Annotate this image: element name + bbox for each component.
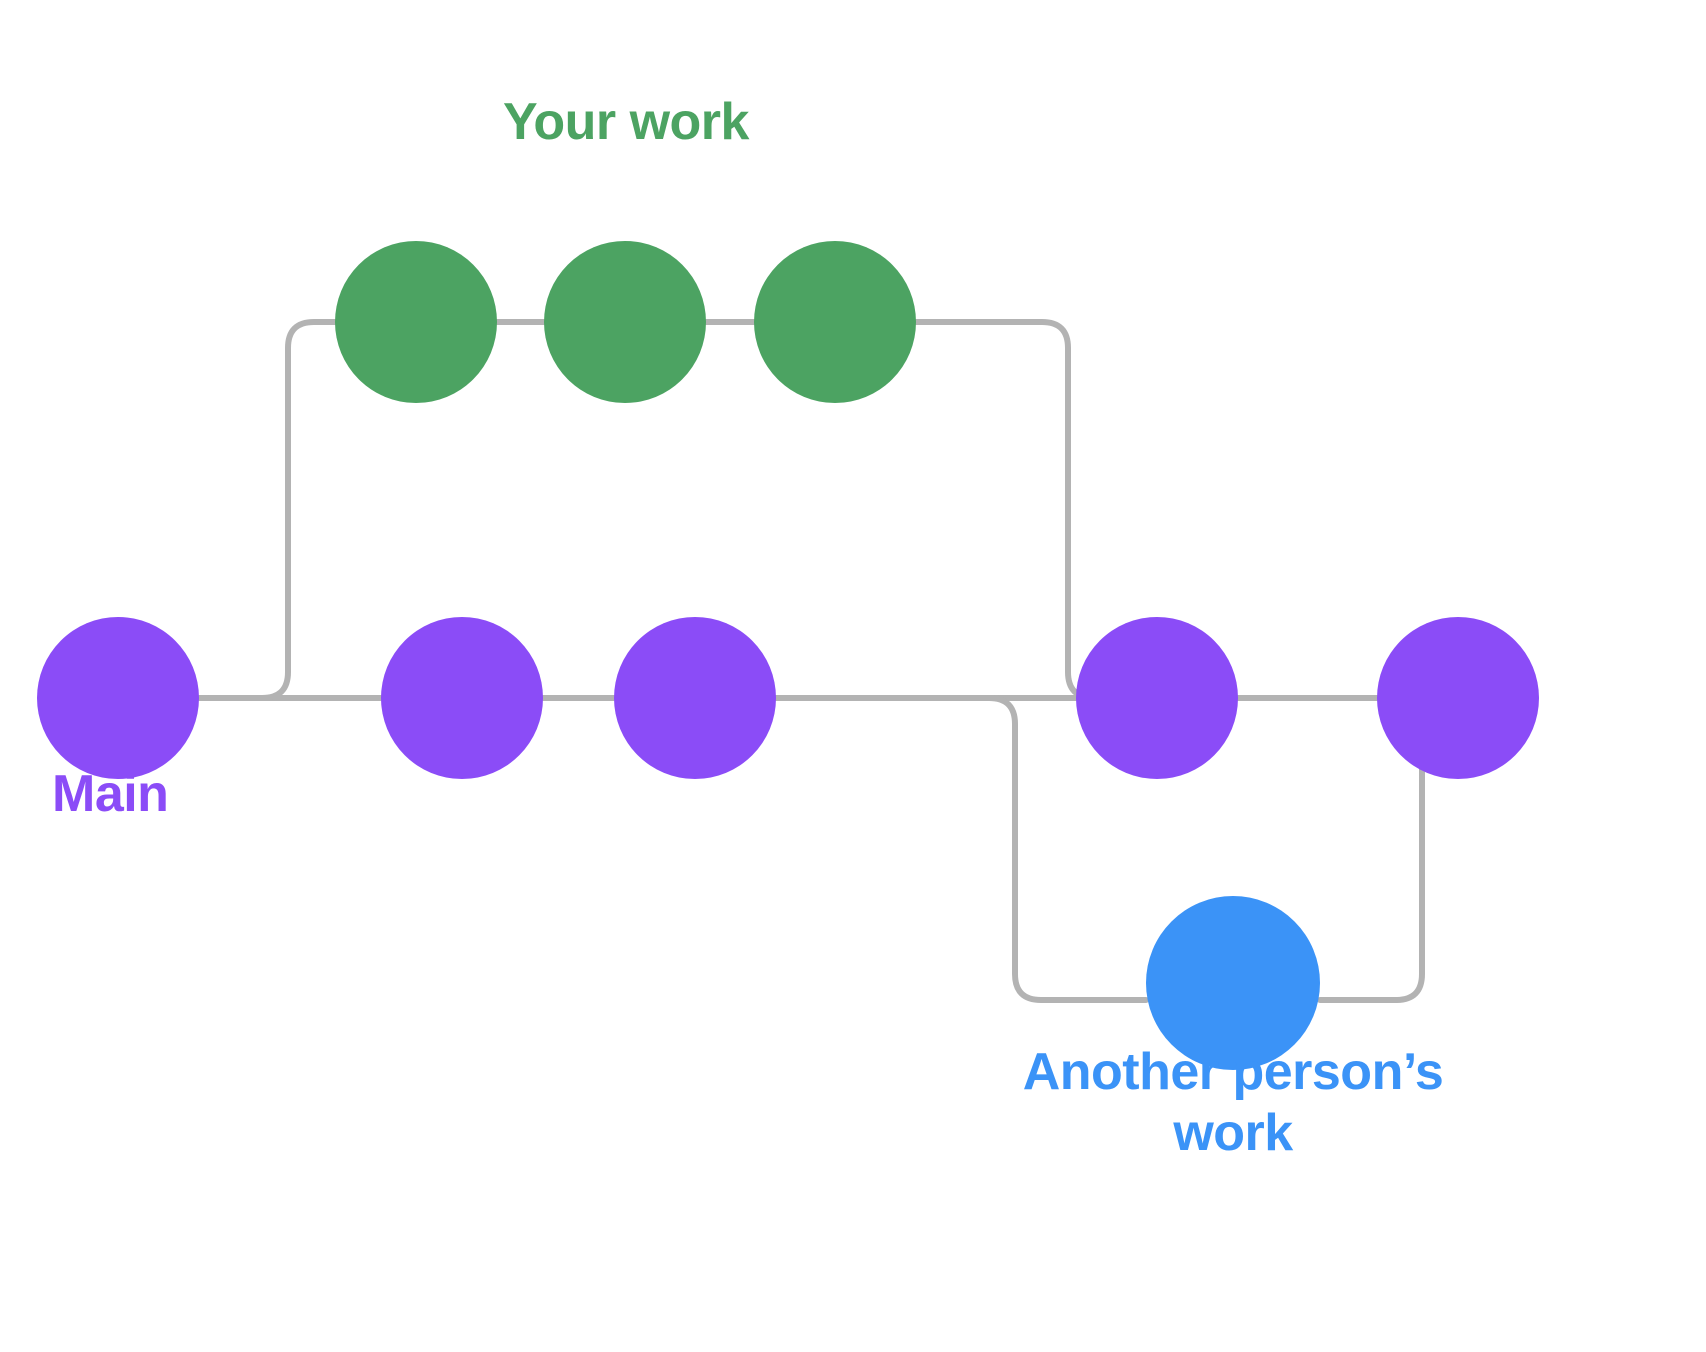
commit-node-another-person-1[interactable] [1146,896,1320,1070]
lane-label-main: Main [52,765,169,823]
commit-node-your-work-3[interactable] [754,241,916,403]
commit-node-main-1[interactable] [37,617,199,779]
edge-merge-your-work [913,319,1123,701]
edge-branch-out-other [773,695,1149,1003]
edge-layer [196,319,1463,1003]
commit-node-main-4[interactable] [1076,617,1238,779]
edge-branch-out-your-work [207,319,338,701]
lane-label-another-person: Another person’s work [1022,1043,1444,1163]
lane-label-your-work: Your work [503,93,749,151]
commit-node-main-3[interactable] [614,617,776,779]
commit-node-main-2[interactable] [381,617,543,779]
commit-node-your-work-2[interactable] [544,241,706,403]
commit-node-main-5[interactable] [1377,617,1539,779]
commit-node-your-work-1[interactable] [335,241,497,403]
commit-node-layer [37,241,1539,1070]
